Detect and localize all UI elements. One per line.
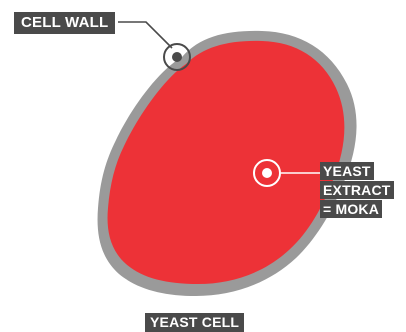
- cell-wall-label: CELL WALL: [14, 12, 116, 34]
- cell-wall-marker-dot: [172, 52, 182, 62]
- yeast-extract-label-line-2: EXTRACT: [320, 181, 394, 199]
- cell-wall-marker: [163, 43, 191, 71]
- yeast-extract-label: YEAST EXTRACT = MOKA: [320, 162, 394, 218]
- yeast-extract-label-line-3: = MOKA: [320, 200, 383, 218]
- yeast-extract-marker: [253, 159, 281, 187]
- cell-wall-leader-line: [118, 21, 173, 49]
- yeast-cell-caption: YEAST CELL: [145, 313, 245, 332]
- cell-cytoplasm: [107, 40, 345, 284]
- yeast-extract-label-line-1: YEAST: [320, 162, 374, 180]
- yeast-extract-marker-dot: [262, 168, 272, 178]
